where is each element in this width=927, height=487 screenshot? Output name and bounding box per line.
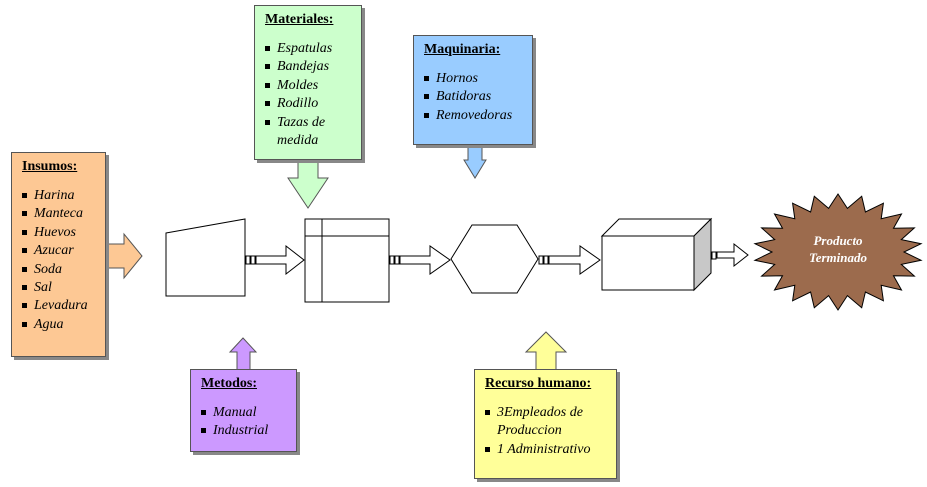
metodos-arrow — [228, 337, 258, 371]
recurso-arrow — [524, 331, 568, 371]
connector-3-arrow — [548, 245, 601, 275]
recurso-item: 1 Administrativo — [485, 441, 608, 459]
process-step-1 — [165, 218, 246, 297]
materiales-title: Materiales: — [265, 12, 334, 27]
materiales-item: Moldes — [265, 77, 353, 95]
materiales-arrow — [287, 159, 329, 209]
maquinaria-item: Removedoras — [424, 107, 524, 125]
final-product-line2: Terminado — [808, 250, 868, 265]
process-step-3 — [450, 224, 539, 294]
insumos-item: Harina — [22, 187, 97, 205]
materiales-item: Tazas de medida — [265, 114, 353, 151]
insumos-title: Insumos: — [22, 159, 78, 174]
connector-3-stub2 — [543, 255, 549, 265]
maquinaria-arrow — [463, 144, 487, 179]
process-step-2 — [304, 218, 390, 303]
insumos-item: Huevos — [22, 224, 97, 242]
connector-1-stub2 — [250, 255, 256, 265]
connector-3-stub — [538, 255, 544, 265]
connector-4-arrow — [716, 242, 749, 268]
maquinaria-item: Hornos — [424, 70, 524, 88]
final-product-label: Producto Terminado — [788, 232, 888, 266]
connector-1-arrow — [255, 244, 305, 276]
maquinaria-item: Batidoras — [424, 88, 524, 106]
insumos-item: Soda — [22, 261, 97, 279]
recurso-title: Recurso humano: — [485, 376, 592, 391]
recurso-box: Recurso humano: 3Empleados de Produccion… — [474, 369, 617, 479]
final-product-line1: Producto — [813, 233, 863, 248]
connector-2-stub — [389, 255, 395, 265]
connector-4-stub — [711, 251, 717, 260]
connector-2-stub2 — [394, 255, 400, 265]
metodos-item: Manual — [201, 404, 288, 422]
metodos-title: Metodos: — [201, 376, 257, 391]
insumos-item: Agua — [22, 316, 97, 334]
materiales-item: Rodillo — [265, 95, 353, 113]
final-product-starburst — [753, 193, 923, 311]
insumos-item: Sal — [22, 279, 97, 297]
insumos-item: Levadura — [22, 297, 97, 315]
materiales-item: Bandejas — [265, 58, 353, 76]
recurso-item: 3Empleados de Produccion — [485, 404, 608, 441]
metodos-item: Industrial — [201, 422, 288, 440]
process-step-4-top — [600, 218, 713, 237]
materiales-item: Espatulas — [265, 40, 353, 58]
connector-2-arrow — [399, 245, 451, 275]
insumos-item: Azucar — [22, 242, 97, 260]
process-step-4 — [601, 235, 695, 291]
maquinaria-title: Maquinaria: — [424, 42, 501, 57]
insumos-arrow — [105, 232, 143, 280]
insumos-item: Manteca — [22, 205, 97, 223]
connector-1-stub — [245, 255, 251, 265]
